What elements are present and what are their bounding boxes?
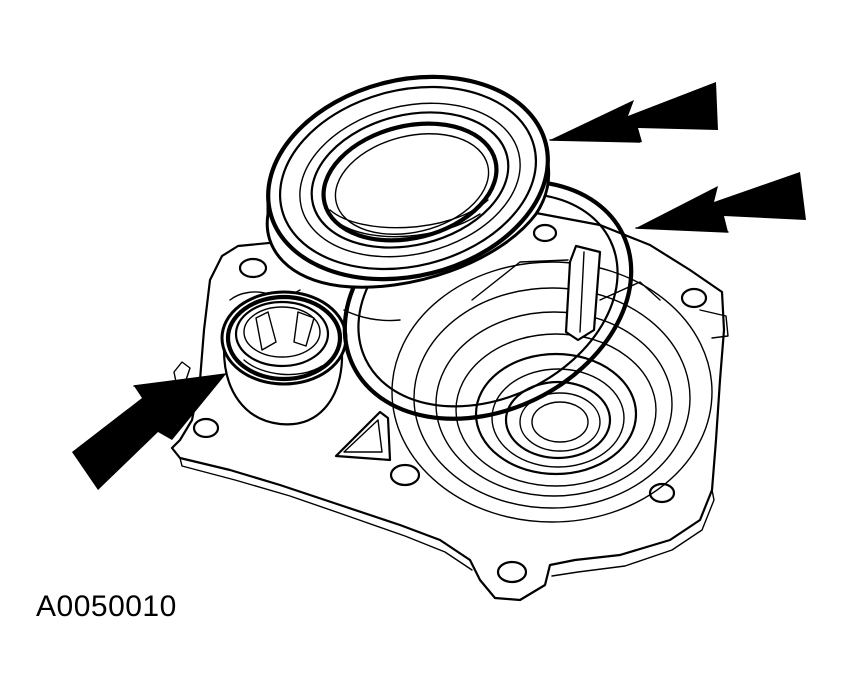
figure-code-label: A0050010 (36, 590, 177, 623)
small-seal-icon (220, 290, 348, 426)
arrow-o-ring-icon (635, 172, 806, 233)
large-oil-seal-icon (265, 74, 551, 289)
arrow-large-seal-icon (549, 82, 718, 143)
arrow-small-seal-icon (72, 373, 227, 490)
